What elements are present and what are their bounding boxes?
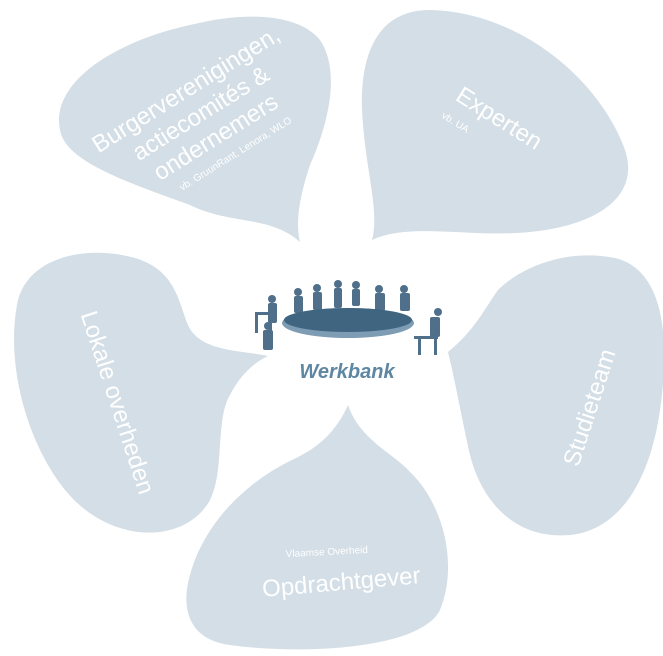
bubble-study-team	[448, 255, 663, 536]
bubble-client	[186, 405, 449, 650]
round-table-meeting-icon	[255, 280, 442, 355]
bubble-local-government	[14, 252, 269, 533]
client-note: Vlaamse Overheid	[286, 545, 369, 560]
center-label: Werkbank	[299, 361, 395, 383]
bubble-experts	[361, 10, 629, 240]
bubble-citizens	[59, 16, 331, 242]
